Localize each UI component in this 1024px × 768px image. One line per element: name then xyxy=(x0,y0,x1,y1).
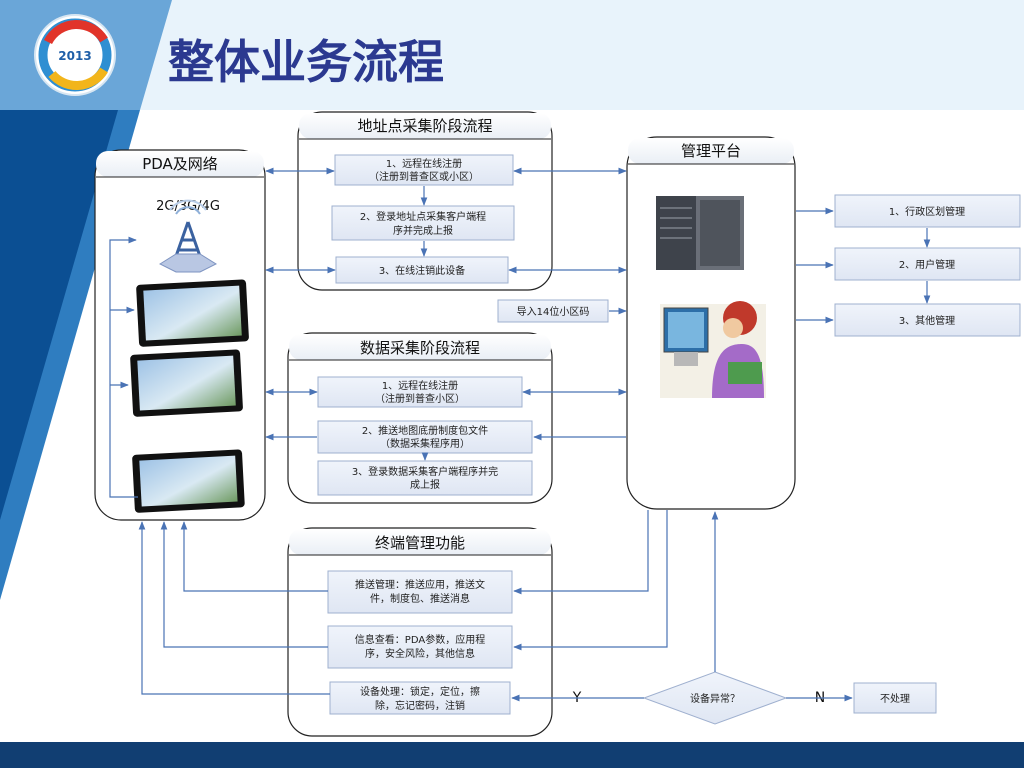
address-step1-line2: （注册到普查区或小区） xyxy=(369,170,479,183)
data-stage-label: 数据采集阶段流程 xyxy=(360,339,480,357)
address-step1-box xyxy=(334,154,514,186)
terminal-mgmt-panel: 终端管理功能 推送管理：推送应用，推送文 件，制度包、推送消息 信息查看：PDA… xyxy=(287,527,553,737)
push-mgmt-line1: 推送管理：推送应用，推送文 xyxy=(355,578,485,591)
tablet-icon xyxy=(132,449,245,513)
mgmt-item-other-label: 3、其他管理 xyxy=(899,314,955,327)
address-stage-panel: 地址点采集阶段流程 1、远程在线注册 （注册到普查区或小区） 2、登录地址点采集… xyxy=(297,111,553,291)
tablet-icon xyxy=(130,349,243,417)
address-stage-label: 地址点采集阶段流程 xyxy=(357,117,492,135)
no-action-label: 不处理 xyxy=(880,693,910,705)
connector-arrow xyxy=(180,521,328,592)
connector-arrow xyxy=(138,521,330,695)
no-action-box xyxy=(853,682,937,714)
address-step1-line1: 1、远程在线注册 xyxy=(386,157,462,170)
data-step1-box xyxy=(317,376,523,408)
device-handling-line2: 除，忘记密码，注销 xyxy=(375,699,465,712)
address-step2-line2: 序并完成上报 xyxy=(393,224,453,237)
antenna-tower-icon xyxy=(158,199,218,273)
device-abnormal-decision xyxy=(642,671,788,725)
pda-panel-label: PDA及网络 xyxy=(142,155,218,173)
data-step1-line2: （注册到普查小区） xyxy=(375,392,465,405)
device-handling-line1: 设备处理：锁定，定位，擦 xyxy=(360,685,480,698)
address-step3: 3、在线注销此设备 xyxy=(379,264,465,277)
header-band xyxy=(0,0,1024,110)
data-step3-line2: 成上报 xyxy=(410,478,440,491)
device-handling-box xyxy=(329,681,511,715)
address-step2-box xyxy=(331,205,515,241)
operator-computer-icon xyxy=(660,301,766,398)
decision-label: 设备异常？ xyxy=(690,692,740,705)
connector-arrow xyxy=(160,521,328,648)
terminal-mgmt-label: 终端管理功能 xyxy=(375,534,465,552)
page-title: 整体业务流程 xyxy=(168,35,444,89)
address-step2-line1: 2、登录地址点采集客户端程 xyxy=(360,210,486,223)
info-view-line2: 序，安全风险，其他信息 xyxy=(365,647,475,660)
import-code-label: 导入14位小区码 xyxy=(517,305,590,318)
data-step3-line1: 3、登录数据采集客户端程序并完 xyxy=(352,465,498,478)
import-code-box xyxy=(497,299,609,323)
connector-arrow xyxy=(109,236,138,498)
data-step2-line2: （数据采集程序用） xyxy=(380,437,470,450)
mgmt-item-other xyxy=(834,303,1021,337)
server-icon xyxy=(656,196,744,270)
push-mgmt-box xyxy=(327,570,513,614)
data-step3-box xyxy=(317,460,533,496)
mgmt-item-users-label: 2、用户管理 xyxy=(899,258,955,271)
data-step2-line1: 2、推送地图底册制度包文件 xyxy=(362,424,488,437)
management-platform-label: 管理平台 xyxy=(681,142,741,160)
info-view-box xyxy=(327,625,513,669)
left-bar-dark xyxy=(0,110,118,520)
connector-arrow xyxy=(513,510,649,595)
push-mgmt-line2: 件，制度包、推送消息 xyxy=(370,592,470,605)
data-stage-panel: 数据采集阶段流程 1、远程在线注册 （注册到普查小区） 2、推送地图底册制度包文… xyxy=(287,332,553,504)
mgmt-item-admin-division xyxy=(834,194,1021,228)
logo-text: 2013 xyxy=(58,49,91,63)
data-step1-line1: 1、远程在线注册 xyxy=(382,379,458,392)
logo: 2013 xyxy=(34,14,116,96)
management-platform-panel: 管理平台 xyxy=(626,136,796,510)
address-step3-box xyxy=(335,256,509,284)
mgmt-item-users xyxy=(834,247,1021,281)
mgmt-item-admin-division-label: 1、行政区划管理 xyxy=(889,205,965,218)
connectors xyxy=(109,167,931,702)
tablet-icon xyxy=(136,279,249,347)
info-view-line1: 信息查看：PDA参数，应用程 xyxy=(355,633,485,646)
footer-band xyxy=(0,742,1024,768)
connector-arrow xyxy=(513,510,668,651)
pda-panel: PDA及网络 2G/3G/4G xyxy=(94,149,266,521)
